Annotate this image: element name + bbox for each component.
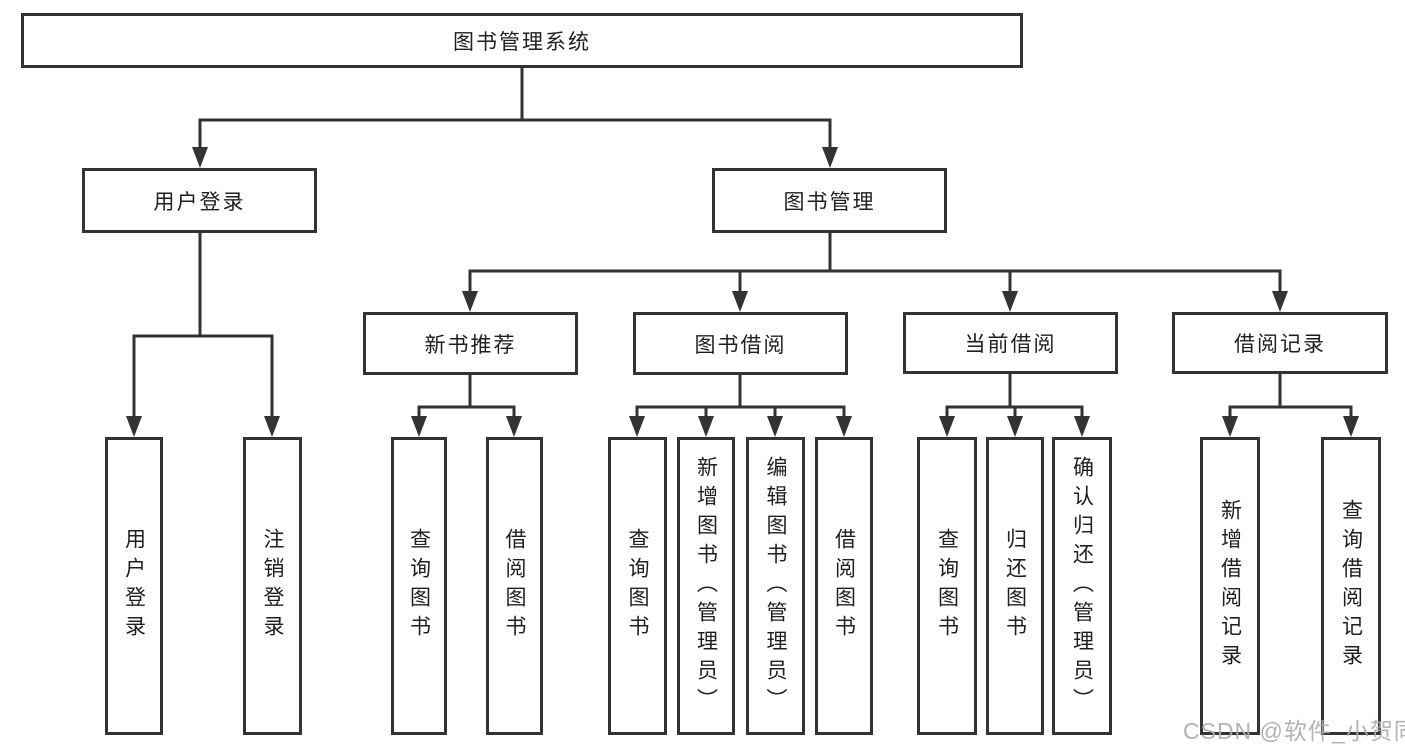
- leaf-label: 新增借阅记录: [1218, 499, 1242, 673]
- leaf-label: 新增图书（管理员）: [694, 455, 718, 717]
- leaf-records-add-record: 新增借阅记录: [1200, 437, 1260, 735]
- arrowheads: [126, 147, 1359, 437]
- leaf-records-query-record: 查询借阅记录: [1321, 437, 1381, 735]
- leaf-borrow-add-books-admin: 新增图书（管理员）: [677, 437, 735, 735]
- leaf-label: 查询图书: [935, 528, 959, 644]
- node-current-borrow: 当前借阅: [903, 312, 1118, 374]
- watermark: CSDN @软件_小贺同学: [1183, 718, 1405, 744]
- node-book-management: 图书管理: [712, 168, 947, 233]
- leaf-label: 用户登录: [122, 528, 146, 644]
- leaf-logout: 注销登录: [243, 437, 302, 735]
- leaf-label: 借阅图书: [503, 528, 526, 644]
- leaf-newbook-query-books: 查询图书: [391, 437, 447, 735]
- leaf-label: 查询图书: [626, 528, 649, 644]
- node-borrow-records: 借阅记录: [1172, 312, 1388, 374]
- leaf-current-confirm-return-admin: 确认归还（管理员）: [1052, 437, 1112, 735]
- leaf-newbook-borrow-books: 借阅图书: [486, 437, 543, 735]
- leaf-label: 借阅图书: [832, 528, 856, 644]
- leaf-label: 归还图书: [1003, 528, 1027, 644]
- node-user-login: 用户登录: [82, 168, 317, 233]
- node-root-system: 图书管理系统: [21, 13, 1023, 68]
- leaf-borrow-query-books: 查询图书: [608, 437, 667, 735]
- leaf-label: 查询借阅记录: [1339, 499, 1363, 673]
- node-new-book-recommend: 新书推荐: [363, 312, 578, 375]
- leaf-current-query-books: 查询图书: [917, 437, 977, 735]
- leaf-label: 确认归还（管理员）: [1070, 455, 1094, 717]
- leaf-label: 编辑图书（管理员）: [764, 455, 787, 717]
- leaf-borrow-edit-books-admin: 编辑图书（管理员）: [746, 437, 805, 735]
- leaf-borrow-borrow-books: 借阅图书: [815, 437, 873, 735]
- leaf-current-return-books: 归还图书: [986, 437, 1044, 735]
- leaf-user-login: 用户登录: [105, 437, 163, 735]
- node-book-borrow: 图书借阅: [633, 312, 848, 375]
- leaf-label: 查询图书: [407, 528, 431, 644]
- leaf-label: 注销登录: [261, 528, 284, 644]
